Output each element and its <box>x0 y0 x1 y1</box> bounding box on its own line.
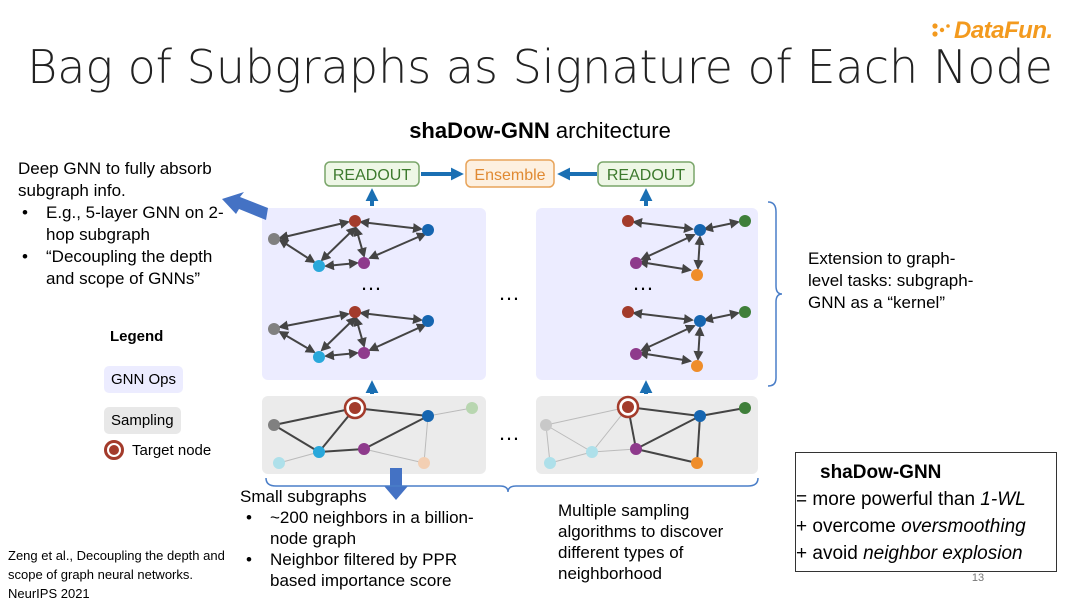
legend-target-label: Target node <box>132 441 212 459</box>
bottom-left-bullet-1: ~200 neighbors in a billion-node graph <box>246 507 500 549</box>
readout-box-left <box>324 161 420 187</box>
ellipsis-left-panel: … <box>360 270 382 295</box>
datafun-logo: DataFun. <box>930 16 1053 46</box>
pointer-arrow-down <box>384 468 408 500</box>
gnn-graph-left-top <box>278 217 427 271</box>
shadow-gnn-summary-box: shaDow-GNN = more powerful than 1-WL + o… <box>795 452 1057 572</box>
readout-label-right: READOUT <box>607 167 685 184</box>
page-number: 13 <box>971 572 985 584</box>
ensemble-box <box>465 159 555 188</box>
readout-box-right <box>597 161 695 187</box>
bottom-middle-description: Multiple sampling algorithms to discover… <box>558 501 724 583</box>
left-bullet-1: E.g., 5-layer GNN on 2-hop subgraph <box>22 202 243 246</box>
citation: Zeng et al., Decoupling the depth and sc… <box>8 548 225 601</box>
sampling-graph-right-edges <box>627 406 746 464</box>
ellipsis-middle-bottom: … <box>498 420 520 445</box>
summary-line-3: + avoid neighbor explosion <box>796 543 1023 564</box>
summary-line-1: = more powerful than 1-WL <box>796 489 1026 510</box>
sampling-graph-left-faint-edges <box>278 407 473 464</box>
gnn-graph-left-bottom <box>278 308 427 361</box>
right-description: Extension to graph-level tasks: subgraph… <box>808 249 974 312</box>
bottom-left-description: Small subgraphs ~200 neighbors in a bill… <box>240 486 500 591</box>
ellipsis-middle-top: … <box>498 280 520 305</box>
left-description: Deep GNN to fully absorb subgraph info. … <box>18 158 243 290</box>
left-description-bullets: E.g., 5-layer GNN on 2-hop subgraph “Dec… <box>18 202 243 290</box>
gnn-graph-right-top <box>632 217 740 274</box>
left-bullet-2: “Decoupling the depth and scope of GNNs” <box>22 246 243 290</box>
ensemble-label: Ensemble <box>474 167 545 184</box>
subtitle-rest: architecture <box>549 118 671 143</box>
diagram-subtitle: shaDow-GNN architecture <box>0 118 1080 144</box>
right-bracket <box>767 201 783 387</box>
gnn-graph-right-bottom <box>632 308 740 365</box>
sampling-nodes-right <box>540 395 751 469</box>
legend-target-node: Target node <box>104 440 211 460</box>
summary-title: shaDow-GNN <box>820 462 942 483</box>
gnn-nodes-left <box>268 215 434 363</box>
sampling-nodes-left <box>268 396 478 469</box>
sampling-panel-right <box>536 396 758 474</box>
legend-gnn-ops: GNN Ops <box>104 366 184 393</box>
legend-title: Legend <box>110 328 164 345</box>
left-description-lead: Deep GNN to fully absorb subgraph info. <box>18 159 212 200</box>
bottom-bracket <box>265 477 759 493</box>
bottom-left-bullet-2: Neighbor filtered by PPR based importanc… <box>246 549 500 591</box>
ellipsis-right-panel: … <box>632 270 654 295</box>
blue-flow-arrows <box>365 167 653 394</box>
bottom-left-bullets: ~200 neighbors in a billion-node graph N… <box>240 507 500 591</box>
pointer-arrow-left <box>222 192 268 220</box>
readout-label-left: READOUT <box>333 167 411 184</box>
logo-text: DataFun. <box>954 17 1053 44</box>
slide-title: Bag of Subgraphs as Signature of Each No… <box>27 40 1053 94</box>
sampling-panel-left <box>262 396 486 474</box>
gnn-nodes-right <box>622 215 751 372</box>
summary-line-2: + overcome oversmoothing <box>796 516 1026 537</box>
gnn-panel-left <box>262 208 486 380</box>
target-node-icon <box>104 440 124 460</box>
logo-dots-icon <box>932 23 950 37</box>
legend-sampling: Sampling <box>104 407 181 434</box>
subtitle-bold: shaDow-GNN <box>409 118 550 143</box>
bottom-left-lead: Small subgraphs <box>240 487 367 506</box>
